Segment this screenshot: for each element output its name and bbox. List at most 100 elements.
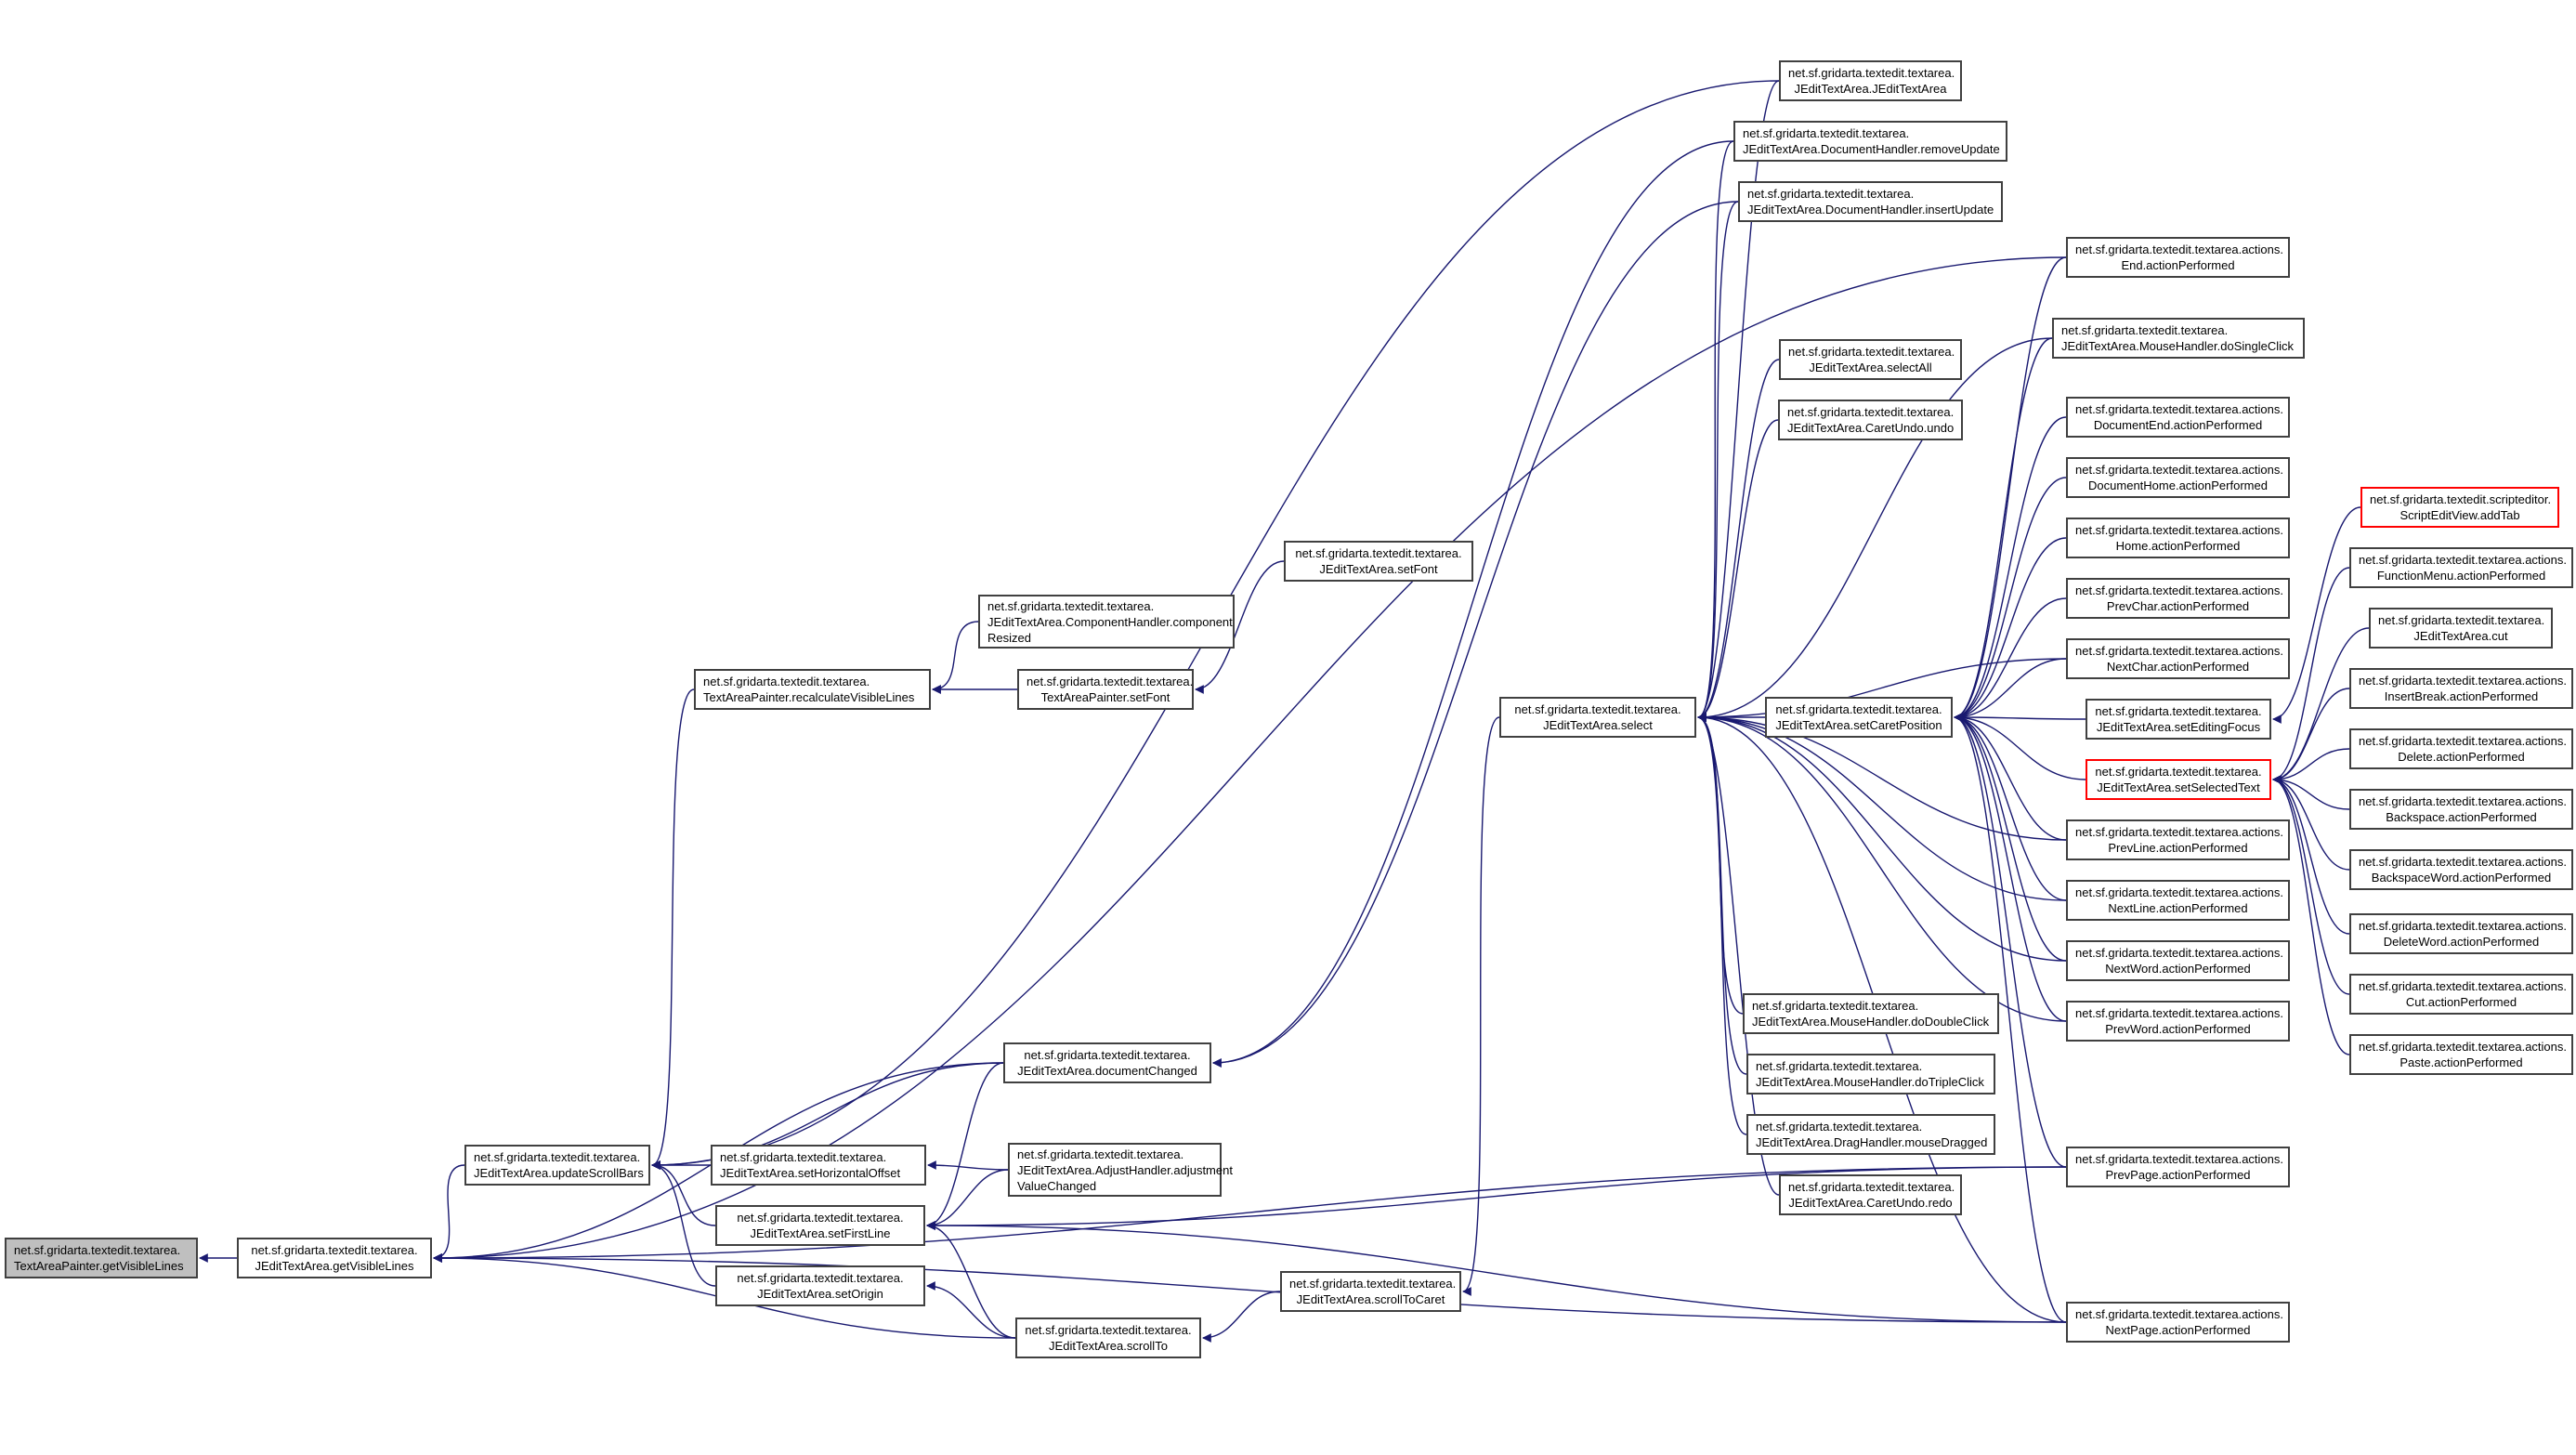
node-label-line: net.sf.gridarta.textedit.textarea. (1752, 999, 1919, 1013)
call-edge (2272, 775, 2350, 871)
node-prev-line-a-p[interactable]: net.sf.gridarta.textedit.textarea.action… (2066, 819, 2290, 860)
node-label-line: net.sf.gridarta.textedit.textarea.action… (2075, 1006, 2284, 1020)
node-do-single-click[interactable]: net.sf.gridarta.textedit.textarea.JEditT… (2052, 318, 2305, 359)
node-backspace-word-a-p[interactable]: net.sf.gridarta.textedit.textarea.action… (2349, 849, 2573, 890)
node-label-line: net.sf.gridarta.textedit.textarea. (1788, 345, 1955, 359)
node-mouse-dragged[interactable]: net.sf.gridarta.textedit.textarea.JEditT… (1746, 1114, 1995, 1155)
node-label-line: Backspace.actionPerformed (2386, 810, 2537, 824)
node-function-menu-a-p[interactable]: net.sf.gridarta.textedit.textarea.action… (2349, 547, 2573, 588)
node-label-line: net.sf.gridarta.textedit.textarea. (737, 1271, 904, 1285)
node-scroll-to-caret[interactable]: net.sf.gridarta.textedit.textarea.JEditT… (1280, 1271, 1461, 1312)
node-next-line-a-p[interactable]: net.sf.gridarta.textedit.textarea.action… (2066, 880, 2290, 921)
node-scroll-to[interactable]: net.sf.gridarta.textedit.textarea.JEditT… (1015, 1317, 1201, 1358)
call-edge (1954, 416, 2067, 722)
node-remove-update[interactable]: net.sf.gridarta.textedit.textarea.JEditT… (1733, 121, 2007, 162)
node-comp-resized[interactable]: net.sf.gridarta.textedit.textarea.JEditT… (978, 595, 1235, 649)
node-set-horizontal-offset[interactable]: net.sf.gridarta.textedit.textarea.JEditT… (711, 1145, 926, 1186)
call-edge (1462, 716, 1500, 1296)
node-label-line: net.sf.gridarta.textedit.textarea.action… (2075, 644, 2284, 658)
node-label-line: net.sf.gridarta.textedit.textarea.action… (2359, 794, 2568, 808)
node-redo[interactable]: net.sf.gridarta.textedit.textarea.JEditT… (1779, 1174, 1962, 1215)
node-set-font[interactable]: net.sf.gridarta.textedit.textarea.JEditT… (1284, 541, 1473, 582)
call-edge (1954, 537, 2067, 722)
call-edge (2272, 688, 2350, 784)
node-delete-a-p[interactable]: net.sf.gridarta.textedit.textarea.action… (2349, 728, 2573, 769)
node-label-line: Delete.actionPerformed (2398, 750, 2525, 764)
node-label-line: net.sf.gridarta.textedit.textarea. (2378, 613, 2545, 627)
call-edge (433, 256, 2067, 1263)
node-backspace-a-p[interactable]: net.sf.gridarta.textedit.textarea.action… (2349, 789, 2573, 830)
node-add-tab[interactable]: net.sf.gridarta.textedit.scripteditor.Sc… (2360, 487, 2559, 528)
node-insert-break-a-p[interactable]: net.sf.gridarta.textedit.textarea.action… (2349, 668, 2573, 709)
node-label-line: Resized (987, 630, 1031, 645)
node-label-line: FunctionMenu.actionPerformed (2376, 569, 2546, 583)
call-edge (926, 1169, 1009, 1230)
node-label-line: net.sf.gridarta.textedit.textarea. (1514, 702, 1681, 716)
node-paste-a-p[interactable]: net.sf.gridarta.textedit.textarea.action… (2349, 1034, 2573, 1075)
node-undo[interactable]: net.sf.gridarta.textedit.textarea.JEditT… (1778, 400, 1963, 440)
node-label-line: TextAreaPainter.getVisibleLines (14, 1259, 184, 1273)
node-select[interactable]: net.sf.gridarta.textedit.textarea. JEditT… (1499, 697, 1696, 738)
node-home-a-p[interactable]: net.sf.gridarta.textedit.textarea.action… (2066, 518, 2290, 558)
node-get-visible-lines[interactable]: net.sf.gridarta.textedit.textarea.JEditT… (237, 1238, 432, 1278)
node-label-line: net.sf.gridarta.textedit.textarea.action… (2075, 402, 2284, 416)
node-label-line: NextChar.actionPerformed (2106, 660, 2250, 674)
node-adjustment[interactable]: net.sf.gridarta.textedit.textarea.JEditT… (1008, 1143, 1233, 1197)
node-label-line: net.sf.gridarta.textedit.textarea. (14, 1243, 181, 1257)
node-do-double-click[interactable]: net.sf.gridarta.textedit.textarea.JEditT… (1743, 993, 1999, 1034)
node-label-line: net.sf.gridarta.textedit.textarea.action… (2075, 523, 2284, 537)
node-do-triple-click[interactable]: net.sf.gridarta.textedit.textarea.JEditT… (1746, 1054, 1995, 1095)
node-set-editing-focus[interactable]: net.sf.gridarta.textedit.textarea.JEditT… (2086, 699, 2271, 740)
node-label-line: JEditTextArea.updateScrollBars (474, 1166, 644, 1180)
call-edge (1697, 713, 2067, 901)
call-edge (1212, 201, 1739, 1068)
node-prev-char-a-p[interactable]: net.sf.gridarta.textedit.textarea.action… (2066, 578, 2290, 619)
call-edge (1954, 713, 2067, 1022)
node-select-all[interactable]: net.sf.gridarta.textedit.textarea.JEditT… (1779, 339, 1962, 380)
node-label-line: JEditTextArea.setSelectedText (2097, 780, 2260, 794)
node-label-line: TextAreaPainter.recalculateVisibleLines (703, 690, 915, 704)
node-cut[interactable]: net.sf.gridarta.textedit.textarea.JEditT… (2369, 608, 2553, 649)
node-set-origin[interactable]: net.sf.gridarta.textedit.textarea.JEditT… (715, 1265, 925, 1306)
node-label-line: DocumentEnd.actionPerformed (2093, 418, 2263, 432)
call-edge (932, 621, 979, 694)
node-prev-page-a-p[interactable]: net.sf.gridarta.textedit.textarea.action… (2066, 1147, 2290, 1187)
node-end-a-p[interactable]: net.sf.gridarta.textedit.textarea.action… (2066, 237, 2290, 278)
node-label-line: JEditTextArea.select (1543, 718, 1653, 732)
node-next-word-a-p[interactable]: net.sf.gridarta.textedit.textarea.action… (2066, 940, 2290, 981)
node-root[interactable]: net.sf.gridarta.textedit.textarea. TextAr… (5, 1238, 198, 1278)
node-label-line: net.sf.gridarta.textedit.textarea. (1775, 702, 1942, 716)
call-edge (1697, 419, 1779, 722)
node-prev-word-a-p[interactable]: net.sf.gridarta.textedit.textarea.action… (2066, 1001, 2290, 1042)
node-label-line: net.sf.gridarta.textedit.textarea.action… (2075, 1307, 2284, 1321)
node-label-line: net.sf.gridarta.textedit.textarea. (1289, 1277, 1457, 1291)
node-next-page-a-p[interactable]: net.sf.gridarta.textedit.textarea.action… (2066, 1302, 2290, 1343)
call-edge (1212, 140, 1734, 1068)
node-next-char-a-p[interactable]: net.sf.gridarta.textedit.textarea.action… (2066, 638, 2290, 679)
node-doc-end-a-p[interactable]: net.sf.gridarta.textedit.textarea.action… (2066, 397, 2290, 438)
node-document-changed[interactable]: net.sf.gridarta.textedit.textarea.JEditT… (1003, 1042, 1211, 1083)
node-set-selected-text[interactable]: net.sf.gridarta.textedit.textarea.JEditT… (2086, 759, 2271, 800)
node-label-line: net.sf.gridarta.textedit.textarea.action… (2075, 583, 2284, 597)
node-label-line: JEditTextArea.setFont (1319, 562, 1438, 576)
node-label-line: net.sf.gridarta.textedit.textarea.action… (2359, 855, 2568, 869)
call-edge (651, 1160, 716, 1226)
node-cut-a-p[interactable]: net.sf.gridarta.textedit.textarea.action… (2349, 974, 2573, 1015)
node-label-line: net.sf.gridarta.textedit.textarea.action… (2075, 463, 2284, 477)
node-recalc[interactable]: net.sf.gridarta.textedit.textarea.TextAr… (694, 669, 931, 710)
node-ctor[interactable]: net.sf.gridarta.textedit.textarea.JEditT… (1779, 60, 1962, 101)
node-label-line: JEditTextArea.JEditTextArea (1794, 82, 1947, 96)
node-delete-word-a-p[interactable]: net.sf.gridarta.textedit.textarea.action… (2349, 913, 2573, 954)
node-update-scroll-bars[interactable]: net.sf.gridarta.textedit.textarea.JEditT… (464, 1145, 650, 1186)
call-edge (926, 1281, 1016, 1339)
node-insert-update[interactable]: net.sf.gridarta.textedit.textarea.JEditT… (1738, 181, 2003, 222)
call-edge (1697, 140, 1734, 722)
node-doc-home-a-p[interactable]: net.sf.gridarta.textedit.textarea.action… (2066, 457, 2290, 498)
node-set-first-line[interactable]: net.sf.gridarta.textedit.textarea.JEditT… (715, 1205, 925, 1246)
node-set-caret-position[interactable]: net.sf.gridarta.textedit.textarea.JEditT… (1765, 697, 1953, 738)
node-label-line: JEditTextArea.setEditingFocus (2096, 720, 2261, 734)
call-edge (1697, 337, 2053, 722)
node-painter-set-font[interactable]: net.sf.gridarta.textedit.textarea.TextAr… (1017, 669, 1194, 710)
call-edge (1954, 713, 2086, 722)
call-edge (1697, 713, 1747, 1075)
